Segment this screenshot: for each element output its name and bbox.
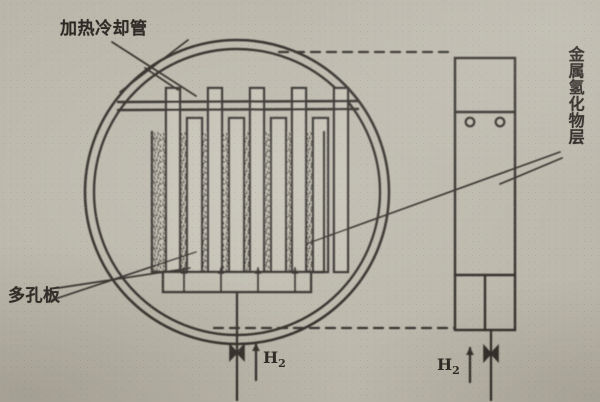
h2-subscript-left: 2	[278, 357, 286, 371]
heating-cooling-tubes	[164, 86, 350, 274]
leader-hydride-b	[499, 157, 563, 185]
plate-arrow-2	[217, 266, 225, 294]
plate-arrow-4	[291, 266, 299, 294]
leader-heating-b	[119, 39, 189, 93]
label-metal-hydride-layer: 金属氢化物层	[565, 46, 585, 145]
h2-label-right: H2	[437, 355, 460, 377]
plate-flow-arrows	[180, 266, 299, 294]
h2-subscript-right: 2	[452, 364, 460, 378]
short-tube-3	[269, 116, 288, 274]
short-tube-4	[311, 116, 330, 274]
bolt-hole-2	[494, 116, 506, 128]
leader-hydride-layer	[305, 151, 563, 245]
tall-tube-1	[164, 86, 182, 274]
h2-symbol-right: H	[437, 355, 453, 374]
h2-symbol-left: H	[263, 348, 279, 367]
h2-inlet-left	[229, 290, 260, 402]
tall-tube-2	[206, 86, 224, 274]
detail-view	[453, 56, 517, 332]
plate-arrow-3	[254, 266, 262, 294]
valve-symbol-left	[229, 342, 245, 363]
short-tube-2	[227, 116, 246, 274]
leader-heating-c	[144, 67, 179, 91]
leader-plate-b	[57, 267, 191, 289]
detail-bolt-holes	[464, 116, 506, 128]
h2-flow-arrow-left	[252, 342, 260, 382]
leader-heating-cooling-tube	[111, 39, 197, 97]
label-perforated-plate: 多孔板	[8, 286, 61, 306]
short-tube-1	[185, 116, 204, 274]
header-bar-top	[116, 99, 360, 104]
perforated-plate	[161, 270, 313, 294]
perforated-plate-body	[161, 270, 313, 294]
tall-tube-5	[332, 86, 350, 274]
h2-inlet-right	[466, 328, 499, 402]
header-bar-bottom	[116, 107, 360, 112]
h2-label-left: H2	[263, 348, 286, 370]
leader-hydride-a	[305, 151, 561, 245]
tall-tube-4	[290, 86, 308, 274]
tall-tube-3	[248, 86, 266, 274]
leader-plate-a	[51, 251, 197, 301]
h2-flow-arrow-right	[466, 346, 474, 384]
leader-perforated-plate	[51, 251, 197, 301]
projection-lines	[212, 50, 457, 330]
header-manifold	[116, 99, 360, 112]
leader-heating-a	[111, 41, 197, 97]
label-heating-cooling-tube: 加热冷却管	[60, 19, 148, 39]
plate-arrow-1	[180, 266, 188, 294]
bolt-hole-1	[464, 116, 476, 128]
valve-symbol-right	[483, 343, 499, 364]
